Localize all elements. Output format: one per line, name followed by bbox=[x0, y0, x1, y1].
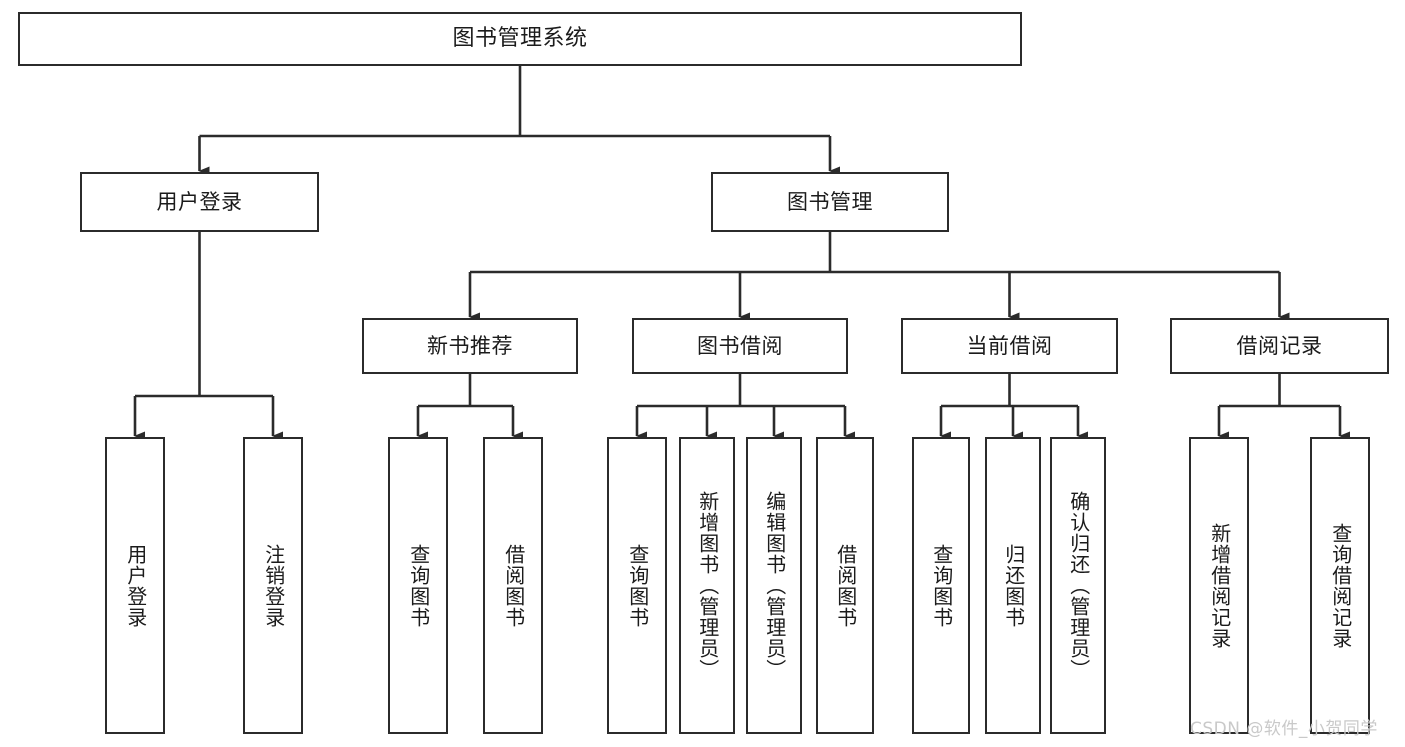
node-leaf-add-record[interactable]: 新增借阅记录 bbox=[1189, 437, 1249, 734]
node-book-borrow[interactable]: 图书借阅 bbox=[632, 318, 848, 374]
node-leaf-edit-book[interactable]: 编辑图书（管理员） bbox=[746, 437, 802, 734]
node-root[interactable]: 图书管理系统 bbox=[18, 12, 1022, 66]
edge-group bbox=[133, 66, 1350, 441]
node-label: 注销登录 bbox=[261, 543, 286, 628]
node-leaf-borrow-book-2[interactable]: 借阅图书 bbox=[816, 437, 874, 734]
node-leaf-return-book[interactable]: 归还图书 bbox=[985, 437, 1041, 734]
node-leaf-user-login[interactable]: 用户登录 bbox=[105, 437, 165, 734]
node-label: 图书管理系统 bbox=[452, 26, 588, 52]
node-leaf-query-book-3[interactable]: 查询图书 bbox=[912, 437, 970, 734]
node-label: 当前借阅 bbox=[966, 333, 1053, 358]
node-label: 查询图书 bbox=[929, 543, 954, 628]
node-label: 归还图书 bbox=[1001, 543, 1026, 628]
node-leaf-query-book-2[interactable]: 查询图书 bbox=[607, 437, 667, 734]
node-label: 借阅记录 bbox=[1236, 333, 1323, 358]
node-book-manage[interactable]: 图书管理 bbox=[711, 172, 949, 232]
node-label: 用户登录 bbox=[123, 543, 148, 628]
node-leaf-confirm-return[interactable]: 确认归还（管理员） bbox=[1050, 437, 1106, 734]
node-new-book-recommend[interactable]: 新书推荐 bbox=[362, 318, 578, 374]
node-label: 新增图书（管理员） bbox=[695, 491, 720, 680]
node-label: 编辑图书（管理员） bbox=[762, 491, 787, 680]
node-leaf-query-record[interactable]: 查询借阅记录 bbox=[1310, 437, 1370, 734]
node-label: 查询图书 bbox=[625, 543, 650, 628]
node-label: 查询图书 bbox=[406, 543, 431, 628]
node-label: 借阅图书 bbox=[501, 543, 526, 628]
node-leaf-add-book[interactable]: 新增图书（管理员） bbox=[679, 437, 735, 734]
node-label: 查询借阅记录 bbox=[1328, 522, 1353, 649]
csdn-watermark: CSDN @软件_小贺同学 bbox=[1190, 719, 1378, 739]
node-label: 新增借阅记录 bbox=[1207, 522, 1232, 649]
node-leaf-logout-login[interactable]: 注销登录 bbox=[243, 437, 303, 734]
node-label: 图书借阅 bbox=[697, 333, 783, 358]
node-current-borrow[interactable]: 当前借阅 bbox=[901, 318, 1118, 374]
node-leaf-query-book-1[interactable]: 查询图书 bbox=[388, 437, 448, 734]
node-user-login[interactable]: 用户登录 bbox=[80, 172, 319, 232]
node-borrow-record[interactable]: 借阅记录 bbox=[1170, 318, 1389, 374]
node-leaf-borrow-book-1[interactable]: 借阅图书 bbox=[483, 437, 543, 734]
node-label: 借阅图书 bbox=[833, 543, 858, 628]
node-label: 图书管理 bbox=[787, 189, 873, 214]
node-label: 用户登录 bbox=[156, 189, 243, 214]
node-label: 确认归还（管理员） bbox=[1066, 491, 1091, 680]
node-label: 新书推荐 bbox=[427, 333, 513, 358]
